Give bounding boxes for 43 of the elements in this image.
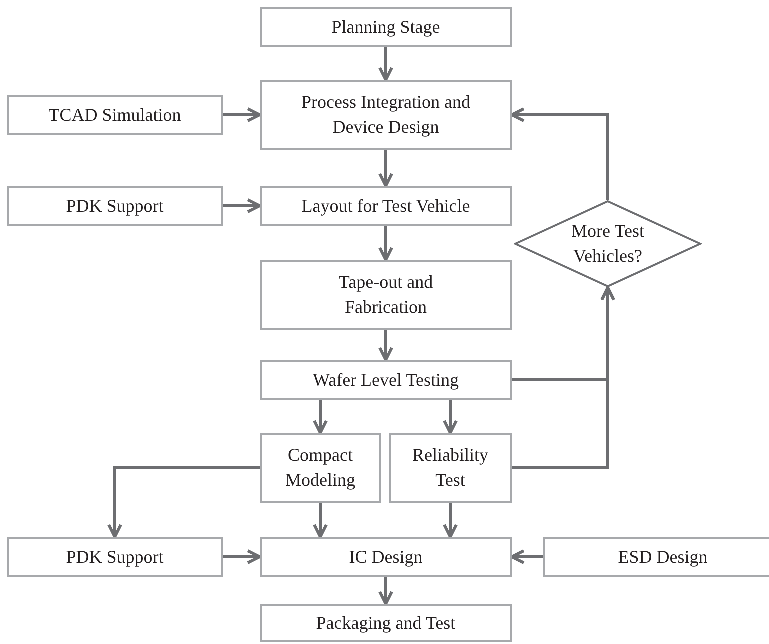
arrow xyxy=(313,400,328,434)
arrow xyxy=(378,226,394,262)
box-label: Process Integration and Device Design xyxy=(300,91,472,139)
arrow xyxy=(510,108,610,200)
arrow xyxy=(443,400,458,434)
process-box xyxy=(260,260,512,330)
box-label: Wafer Level Testing xyxy=(312,368,460,392)
box-label: TCAD Simulation xyxy=(48,104,182,126)
arrow xyxy=(313,503,328,538)
process-box xyxy=(260,360,512,400)
box-label: IC Design xyxy=(348,546,424,569)
box-label: Packaging and Test xyxy=(315,612,457,635)
box-label: PDK Support xyxy=(65,194,165,218)
arrow xyxy=(512,286,616,470)
arrow xyxy=(378,577,394,606)
process-box xyxy=(260,433,381,503)
process-box xyxy=(260,537,512,577)
box-label: Tape-out and Fabrication xyxy=(338,271,434,319)
process-box xyxy=(260,186,512,226)
box-label: ESD Design xyxy=(617,546,709,569)
box-label: Compact Modeling xyxy=(284,444,356,492)
arrow xyxy=(223,198,262,214)
box-label: Layout for Test Vehicle xyxy=(300,194,472,218)
process-box xyxy=(260,604,512,642)
arrow xyxy=(108,466,260,538)
arrow xyxy=(223,108,262,122)
process-box xyxy=(7,186,223,226)
box-label: PDK Support xyxy=(65,546,165,569)
process-box xyxy=(7,537,223,577)
process-box xyxy=(543,537,769,577)
arrow xyxy=(378,47,394,82)
process-box xyxy=(260,80,512,150)
box-label: Planning Stage xyxy=(330,16,442,39)
box-label: Reliability Test xyxy=(412,444,490,492)
arrow xyxy=(510,550,543,564)
process-box xyxy=(389,433,512,503)
arrow xyxy=(378,330,394,362)
box-label: More Test Vehicles? xyxy=(570,220,646,268)
arrow xyxy=(443,503,458,538)
arrow xyxy=(378,150,394,188)
process-box xyxy=(260,7,512,47)
arrow xyxy=(223,550,262,564)
process-box xyxy=(7,95,223,135)
